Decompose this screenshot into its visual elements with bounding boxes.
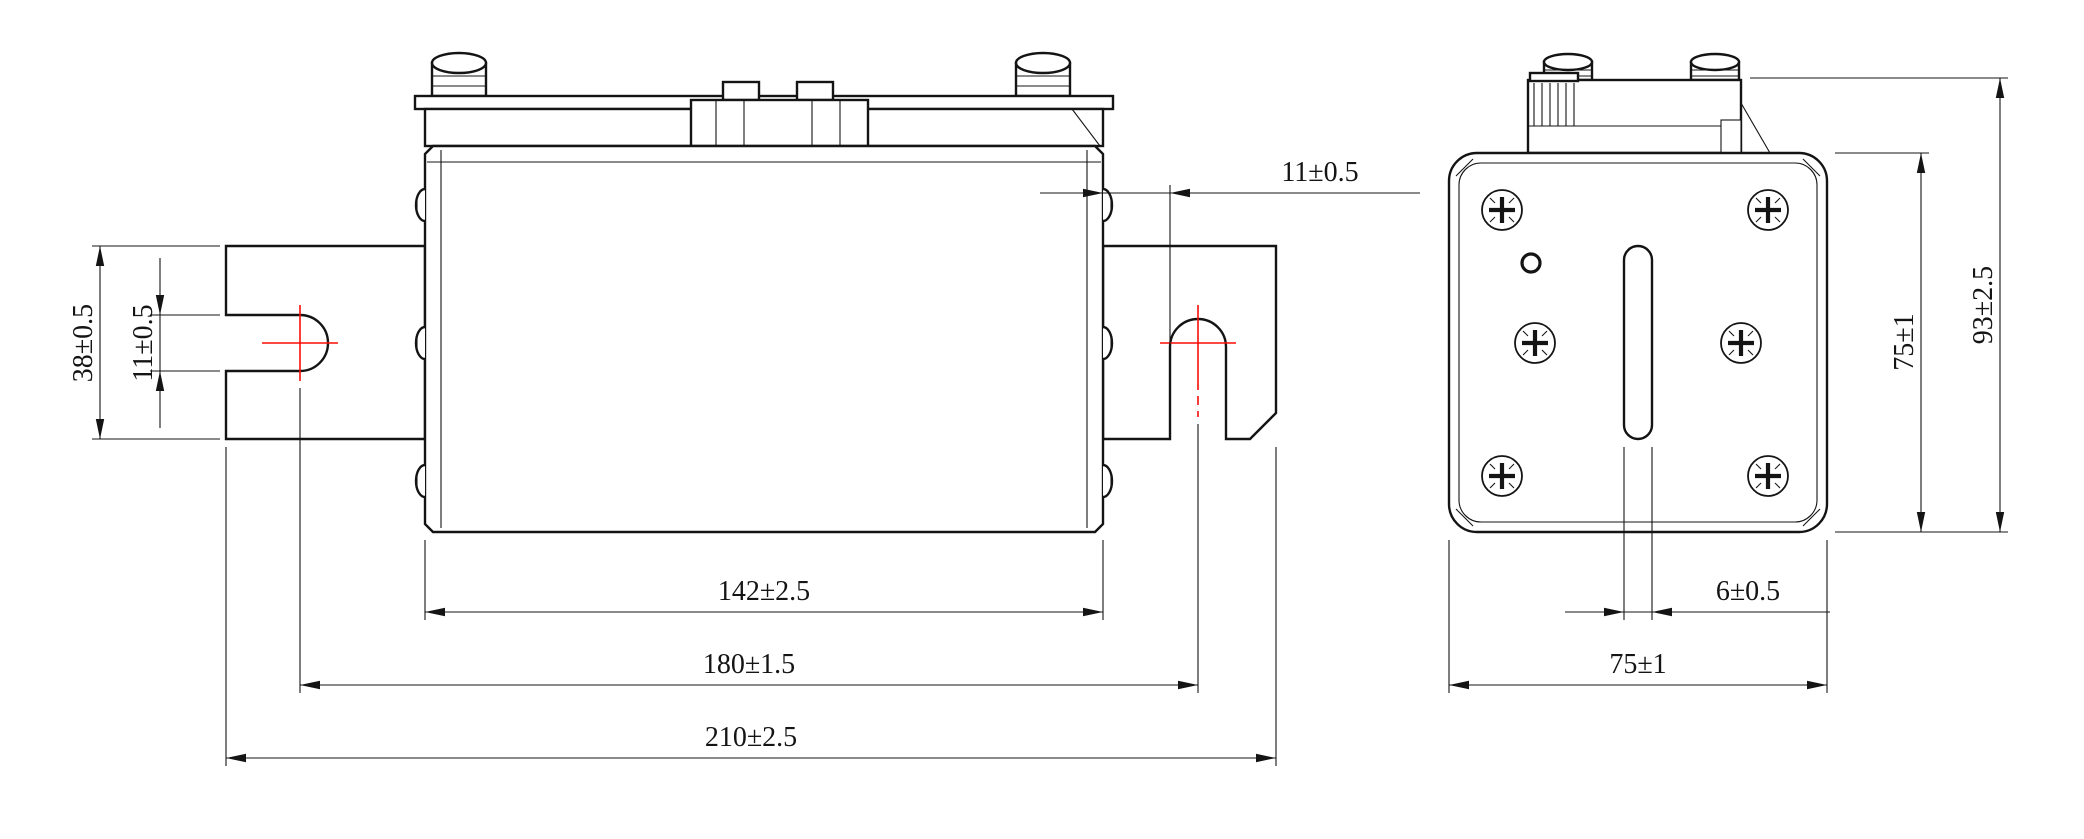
top-screw-left — [430, 51, 488, 98]
left-hole-centerline — [262, 305, 338, 381]
fuse-body — [423, 144, 1105, 534]
indicator-pin-hole — [1520, 252, 1542, 274]
screw-diag — [1747, 330, 1754, 337]
indicator-tab — [721, 80, 761, 102]
right-hole-centerline — [1160, 305, 1236, 417]
phillips-screw — [1481, 455, 1523, 497]
block-chamfer-line — [1740, 102, 1771, 154]
phillips-screw — [1747, 189, 1789, 231]
screw-diag — [1774, 197, 1781, 204]
screw-diag — [1728, 349, 1735, 356]
corner-tick — [1802, 508, 1821, 527]
side-screw-bosses — [414, 187, 1114, 499]
indicator-block-outline — [689, 98, 870, 148]
boss-right-top — [1102, 187, 1114, 223]
screw-diag — [1489, 463, 1496, 470]
screw-diag — [1489, 197, 1496, 204]
side-view: 93±2.5 75±1 6±0.5 75±1 — [1447, 52, 2008, 693]
dim-terminal-offset: 11±0.5 — [1040, 157, 1420, 347]
dim-slot-width-side: 6±0.5 — [1565, 447, 1830, 620]
phillips-screw — [1481, 189, 1523, 231]
dim-center-span: 180±1.5 — [299, 388, 1199, 693]
screw-diag — [1728, 330, 1735, 337]
corner-tick — [1455, 158, 1474, 177]
screw-diag — [1774, 482, 1781, 489]
dim-label-body-height: 75±1 — [1889, 313, 1920, 370]
boss-left-bottom — [414, 463, 426, 499]
top-screw-right — [1014, 51, 1072, 98]
dim-label-slot-width-side: 6±0.5 — [1716, 576, 1780, 607]
screw-diag — [1508, 482, 1515, 489]
phillips-screw — [1747, 455, 1789, 497]
screw-head-cap — [430, 51, 488, 75]
fin-cap — [1528, 71, 1580, 83]
dim-overall-height: 93±2.5 — [1750, 77, 2008, 533]
dim-body-height: 75±1 — [1835, 152, 1929, 532]
corner-tick — [1802, 158, 1821, 177]
screw-diag — [1508, 197, 1515, 204]
screw-diag — [1522, 330, 1529, 337]
left-blade-terminal — [224, 244, 427, 441]
screw-diag — [1508, 463, 1515, 470]
screw-diag — [1541, 330, 1548, 337]
side-top-screw-right — [1689, 52, 1741, 82]
indicator-tab — [795, 80, 835, 102]
block-step — [1720, 119, 1742, 154]
screw-head-cap — [1014, 51, 1072, 75]
screw-diag — [1755, 463, 1762, 470]
front-view: 11±0.5 38±0.5 11±0.5 142±2.5 — [68, 51, 1420, 766]
phillips-screw — [1720, 322, 1762, 364]
dim-label-overall-length: 210±2.5 — [705, 722, 797, 753]
screw-diag — [1489, 482, 1496, 489]
dim-label-overall-height: 93±2.5 — [1968, 266, 1999, 344]
boss-right-middle — [1102, 325, 1114, 361]
screw-head-cap — [1689, 52, 1741, 72]
boss-right-bottom — [1102, 463, 1114, 499]
screw-head-cap — [1542, 52, 1594, 72]
boss-left-middle — [414, 325, 426, 361]
screw-diag — [1755, 197, 1762, 204]
dim-slot-width-front: 11±0.5 — [128, 258, 220, 428]
screw-diag — [1755, 216, 1762, 223]
screw-diag — [1508, 216, 1515, 223]
side-top-structure — [1526, 52, 1771, 155]
screw-diag — [1541, 349, 1548, 356]
screw-diag — [1774, 216, 1781, 223]
screw-diag — [1522, 349, 1529, 356]
screw-diag — [1747, 349, 1754, 356]
dim-label-center-span: 180±1.5 — [703, 649, 795, 680]
flange-chamfer-line — [1071, 108, 1101, 147]
screw-diag — [1774, 463, 1781, 470]
screw-diag — [1755, 482, 1762, 489]
corner-tick — [1455, 508, 1474, 527]
phillips-screw — [1514, 322, 1556, 364]
dim-label-body-width-front: 142±2.5 — [718, 576, 810, 607]
dim-body-width-side: 75±1 — [1448, 540, 1828, 693]
dim-body-width-front: 142±2.5 — [424, 540, 1104, 620]
dim-blade-height: 38±0.5 — [68, 245, 220, 440]
dim-label-slot-width-front: 11±0.5 — [128, 304, 159, 381]
top-cap-assembly — [413, 51, 1115, 148]
screw-diag — [1489, 216, 1496, 223]
indicator-slot — [1622, 244, 1654, 441]
dim-label-body-width-side: 75±1 — [1609, 649, 1666, 680]
dim-label-blade-height: 38±0.5 — [68, 304, 99, 382]
dim-label-terminal-offset: 11±0.5 — [1281, 157, 1358, 188]
boss-left-top — [414, 187, 426, 223]
terminal-block — [1526, 78, 1743, 155]
center-indicator-block — [689, 80, 870, 148]
side-body-inner-outline — [1458, 162, 1818, 523]
dim-overall-length: 210±2.5 — [225, 447, 1277, 766]
